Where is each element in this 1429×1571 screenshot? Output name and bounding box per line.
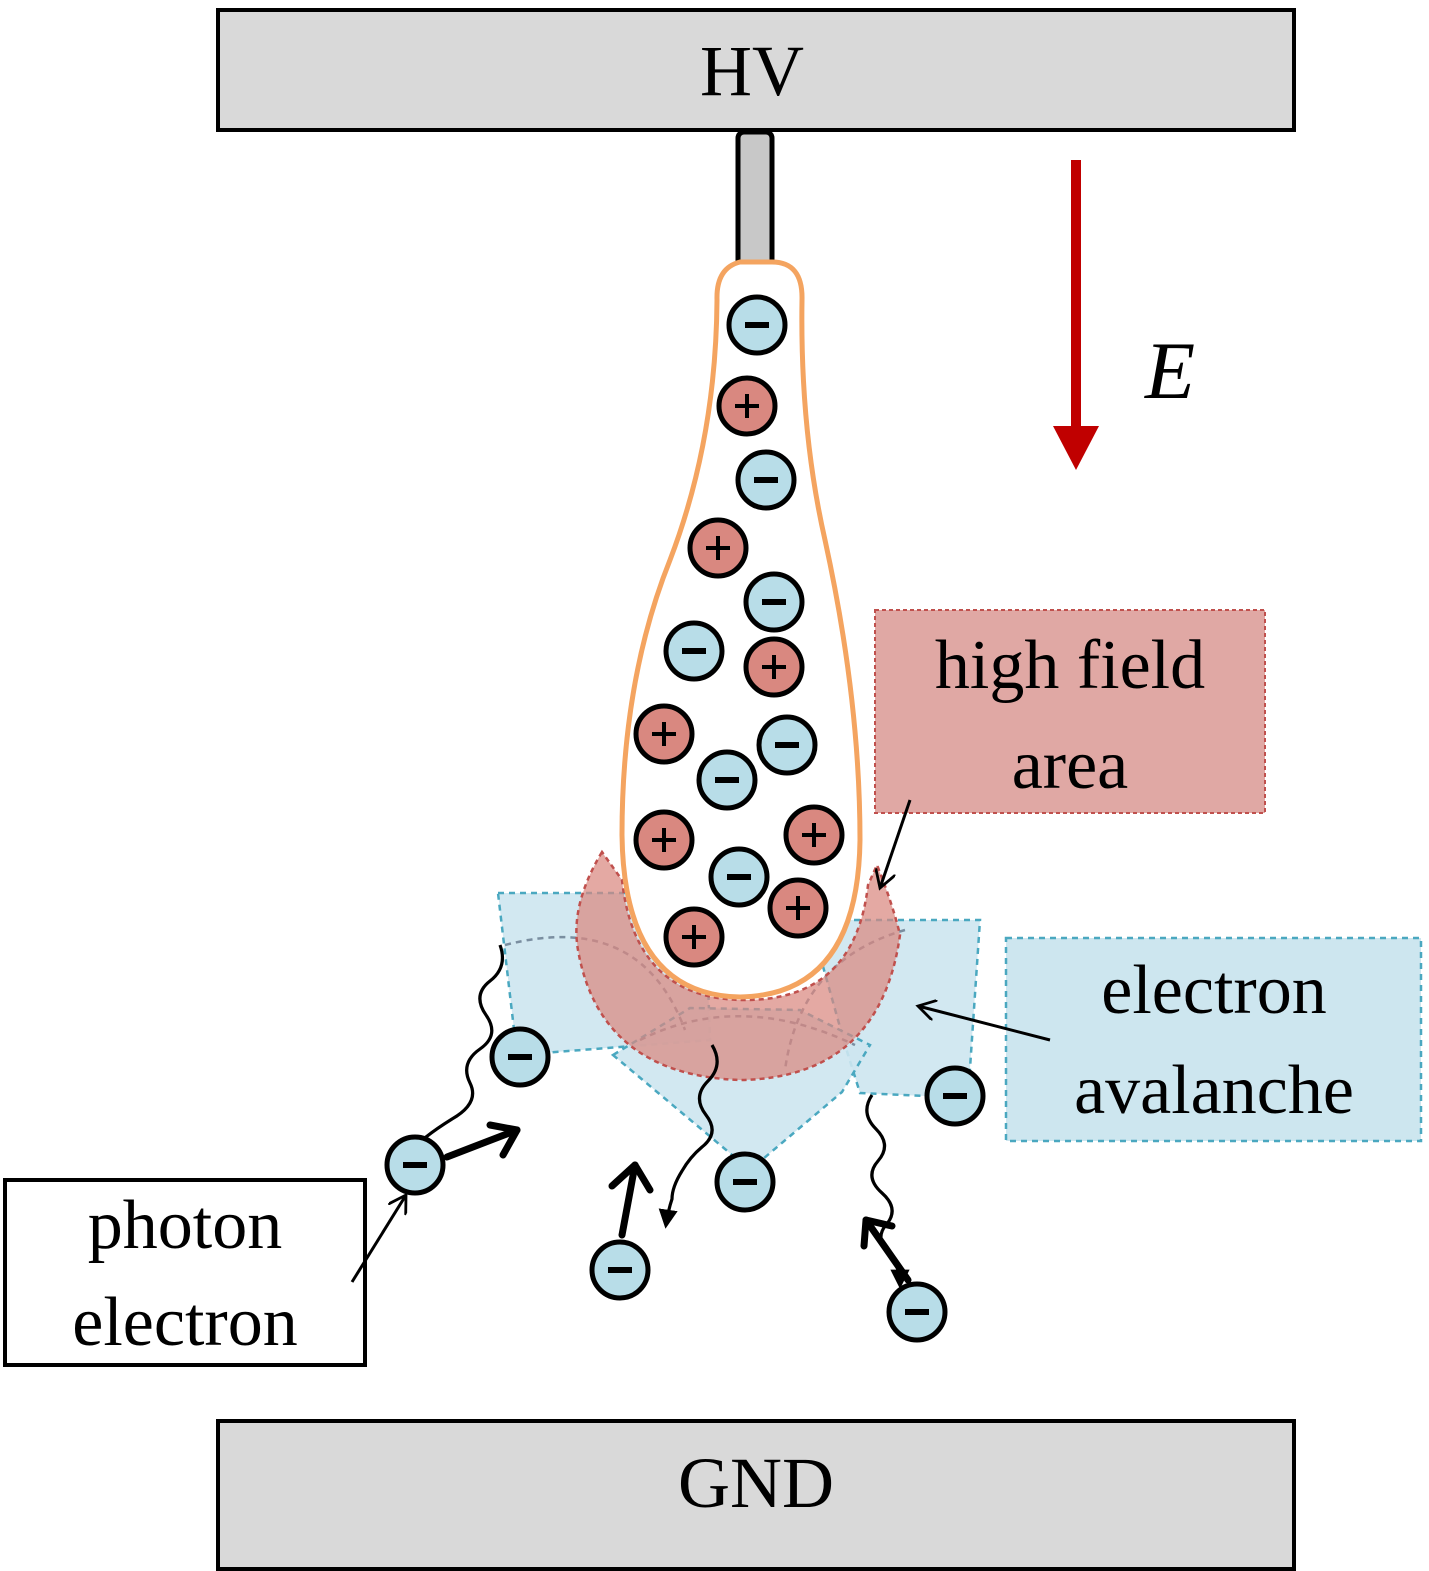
high-field-label-line2: area (1012, 727, 1129, 804)
negative-charge-icon (589, 1239, 651, 1301)
negative-charge-icon (489, 1026, 551, 1088)
positive-charge-icon (663, 906, 725, 968)
high-field-area (575, 849, 902, 1082)
negative-charge-icon (726, 294, 788, 356)
photon-label-line1: photon (88, 1187, 282, 1264)
negative-charge-icon (735, 449, 797, 511)
negative-charge-icon (696, 749, 758, 811)
positive-charge-icon (716, 375, 778, 437)
hv-label: HV (700, 31, 804, 111)
avalanche-callout: electron avalanche (918, 936, 1423, 1143)
positive-charge-icon (633, 809, 695, 871)
positive-charge-icon (743, 636, 805, 698)
field-label: E (1144, 325, 1195, 416)
charges (384, 294, 986, 1343)
positive-charge-icon (767, 877, 829, 939)
positive-charge-icon (633, 703, 695, 765)
field-arrow (1053, 160, 1099, 470)
gnd-electrode: GND (216, 1419, 1296, 1571)
negative-charge-icon (924, 1065, 986, 1127)
motion-arrows (443, 1121, 912, 1284)
negative-charge-icon (663, 620, 725, 682)
positive-charge-icon (783, 804, 845, 866)
photon-label-line2: electron (72, 1284, 297, 1361)
avalanche-label-line1: electron (1101, 952, 1326, 1029)
negative-charge-icon (714, 1151, 776, 1213)
negative-charge-icon (743, 571, 805, 633)
photon-callout: photon electron (3, 1178, 406, 1367)
high-field-callout: high field area (874, 609, 1266, 888)
negative-charge-icon (756, 714, 818, 776)
positive-charge-icon (687, 517, 749, 579)
avalanche-label-line2: avalanche (1074, 1052, 1354, 1129)
negative-charge-icon (886, 1281, 948, 1343)
gnd-label: GND (678, 1443, 834, 1523)
negative-charge-icon (708, 846, 770, 908)
high-field-label-line1: high field (935, 627, 1205, 704)
hv-electrode: HV (216, 8, 1296, 132)
negative-charge-icon (384, 1134, 446, 1196)
